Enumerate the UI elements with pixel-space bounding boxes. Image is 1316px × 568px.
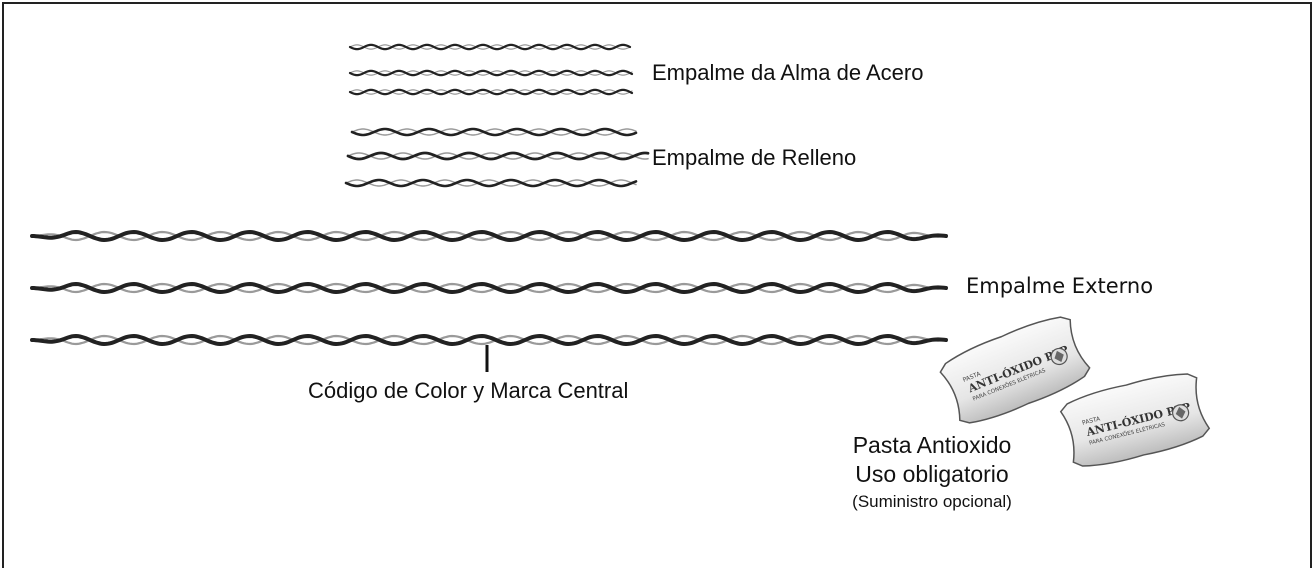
steel-core-rod	[348, 43, 632, 51]
paste-pack-2: PASTA ANTI-ÓXIDO PLP PARA CONEXÕES ELÉTR…	[1059, 373, 1211, 467]
steel-core-rod	[348, 88, 634, 96]
filler-rod	[344, 178, 638, 188]
color-code-label: Código de Color y Marca Central	[308, 378, 629, 403]
external-rod	[30, 229, 948, 243]
filler-rod	[346, 151, 650, 161]
paste-pack-1: PASTA ANTI-ÓXIDO PLP PARA CONEXÕES ELÉTR…	[939, 316, 1091, 424]
filler-splice-label: Empalme de Relleno	[652, 145, 857, 170]
steel-core-rod	[348, 69, 634, 77]
external-rod	[30, 281, 948, 295]
mandatory-use-label: Uso obligatorio	[855, 461, 1009, 487]
helical-rods-group	[30, 43, 948, 347]
external-rod	[30, 333, 948, 347]
optional-supply-label: (Suministro opcional)	[852, 492, 1012, 511]
steel-core-splice-label: Empalme da Alma de Acero	[652, 60, 924, 85]
filler-rod	[350, 127, 638, 137]
paste-label: Pasta Antioxido	[852, 432, 1012, 458]
external-splice-label: Empalme Externo	[966, 274, 1154, 298]
svg-text:PASTA: PASTA	[1081, 415, 1101, 426]
